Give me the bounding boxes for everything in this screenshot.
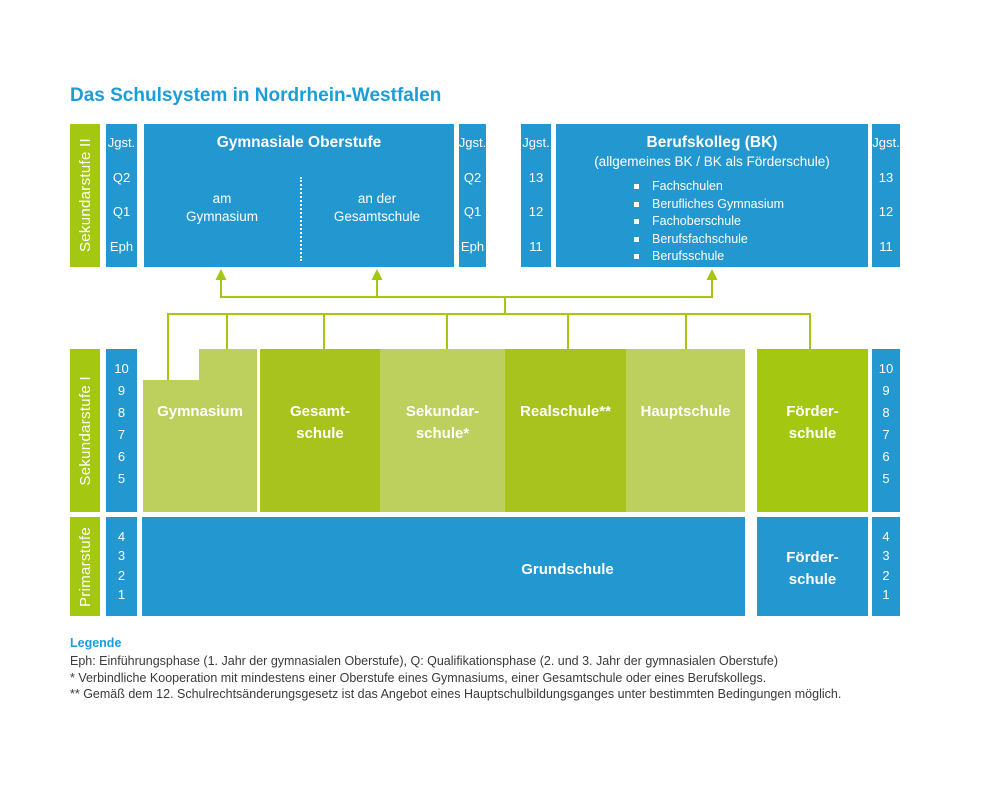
legend: Legende Eph: Einführungsphase (1. Jahr d… xyxy=(70,636,950,703)
list-item-label: Berufsfachschule xyxy=(652,231,748,246)
level-label: 5 xyxy=(882,471,890,486)
level-label: 11 xyxy=(529,238,543,254)
box-gymnasiale-oberstufe: Gymnasiale Oberstufe am Gymnasium an der… xyxy=(144,124,454,267)
list-item: Berufsfachschule xyxy=(634,231,784,249)
legend-line-kooperation: * Verbindliche Kooperation mit mindesten… xyxy=(70,670,767,685)
sidebar-sekundarstufe-1: Sekundarstufe I xyxy=(70,349,100,512)
level-label: 12 xyxy=(878,204,894,220)
jgst-header: Jgst. xyxy=(872,135,900,150)
dotted-divider xyxy=(300,177,302,261)
box-berufskolleg: Berufskolleg (BK) (allgemeines BK / BK a… xyxy=(556,124,868,267)
level-label: Eph xyxy=(109,238,134,254)
page-title: Das Schulsystem in Nordrhein-Westfalen xyxy=(70,85,442,106)
level-label: 5 xyxy=(117,471,126,486)
level-label: 6 xyxy=(117,449,126,464)
box-foerderschule-sek1: Förder- schule xyxy=(757,349,868,512)
level-label: 1 xyxy=(117,586,126,602)
jgst-column-gym-left: Jgst. Q2 Q1 Eph xyxy=(106,124,137,267)
level-label: Q1 xyxy=(463,204,482,220)
jgst-column-bk-left: Jgst. 13 12 11 xyxy=(521,124,551,267)
arrow-up-icon xyxy=(215,269,227,280)
sidebar-primarstufe: Primarstufe xyxy=(70,517,100,616)
legend-line-eph: Eph: Einführungsphase (1. Jahr der gymna… xyxy=(70,654,779,668)
box-gesamtschule: Gesamt- schule xyxy=(260,349,380,512)
berufskolleg-title: Berufskolleg (BK) xyxy=(646,134,778,151)
level-label: 9 xyxy=(117,383,126,398)
gymnasium-label: Gymnasium xyxy=(157,403,243,420)
level-label: 13 xyxy=(528,169,544,185)
level-label: 6 xyxy=(882,449,890,464)
list-item-label: Berufliches Gymnasium xyxy=(652,196,784,211)
arrow-up-icon xyxy=(706,269,718,280)
list-item: Berufliches Gymnasium xyxy=(634,196,784,214)
level-label: 10 xyxy=(878,361,894,376)
legend-title: Legende xyxy=(70,636,122,650)
box-hauptschule: Hauptschule xyxy=(626,349,745,512)
box-realschule: Realschule** xyxy=(505,349,626,512)
level-label: 7 xyxy=(117,427,126,442)
level-label: 2 xyxy=(882,567,890,583)
box-foerderschule-primar: Förder- schule xyxy=(757,517,868,616)
gymnasiale-oberstufe-title: Gymnasiale Oberstufe xyxy=(216,134,382,151)
square-bullet-icon xyxy=(634,184,639,190)
levels-column-sek1-left: 10 9 8 7 6 5 xyxy=(106,349,137,512)
list-item: Fachschulen xyxy=(634,178,784,196)
sidebar-sekundarstufe-2: Sekundarstufe II xyxy=(70,124,100,267)
list-item: Fachoberschule xyxy=(634,213,784,231)
level-label: 12 xyxy=(528,204,544,220)
level-label: 2 xyxy=(117,567,126,583)
arrow-up-icon xyxy=(371,269,383,280)
level-label: 3 xyxy=(117,548,126,564)
square-bullet-icon xyxy=(634,219,639,225)
jgst-column-gym-right: Jgst. Q2 Q1 Eph xyxy=(459,124,486,267)
jgst-header: Jgst. xyxy=(107,135,136,150)
gymnasium-upper-step xyxy=(199,349,257,512)
level-label: Q2 xyxy=(112,169,131,185)
level-label: Q2 xyxy=(463,169,482,185)
level-label: 13 xyxy=(878,169,894,185)
box-grundschule: Grundschule xyxy=(142,517,745,616)
jgst-header: Jgst. xyxy=(458,135,487,150)
level-label: 1 xyxy=(882,586,890,602)
levels-column-primar-right: 4 3 2 1 xyxy=(872,517,900,616)
box-gymnasium: Gymnasium xyxy=(143,349,257,512)
grundschule-label: Grundschule xyxy=(521,561,614,578)
sidebar-primarstufe-label: Primarstufe xyxy=(76,526,94,607)
level-label: Q1 xyxy=(112,204,131,220)
level-label: 7 xyxy=(882,427,890,442)
list-item-label: Berufsschule xyxy=(652,249,725,263)
jgst-header: Jgst. xyxy=(522,135,550,150)
level-label: 11 xyxy=(879,238,893,254)
level-label: 8 xyxy=(117,405,126,420)
level-label: Eph xyxy=(460,238,485,254)
level-label: 8 xyxy=(882,405,890,420)
legend-line-hauptschule: ** Gemäß dem 12. Schulrechtsänderungsges… xyxy=(70,687,842,701)
box-sekundarschule: Sekundar- schule* xyxy=(380,349,505,512)
list-item-label: Fachoberschule xyxy=(652,214,741,228)
level-label: 10 xyxy=(114,361,129,376)
square-bullet-icon xyxy=(634,236,639,242)
level-label: 4 xyxy=(882,529,890,544)
jgst-column-bk-right: Jgst. 13 12 11 xyxy=(872,124,900,267)
gym-oberstufe-am-gymnasium: am Gymnasium xyxy=(185,191,258,224)
level-label: 9 xyxy=(882,383,890,398)
square-bullet-icon xyxy=(634,254,639,260)
list-item-label: Fachschulen xyxy=(652,179,723,193)
levels-column-sek1-right: 10 9 8 7 6 5 xyxy=(872,349,900,512)
gymnasium-lower-step xyxy=(143,380,200,512)
level-label: 4 xyxy=(117,529,126,544)
berufskolleg-list: Fachschulen Berufliches Gymnasium Fachob… xyxy=(634,178,784,266)
sidebar-sekundarstufe-1-label: Sekundarstufe I xyxy=(76,375,94,486)
berufskolleg-subtitle: (allgemeines BK / BK als Förderschule) xyxy=(594,154,830,169)
list-item: Berufsschule xyxy=(634,248,784,266)
square-bullet-icon xyxy=(634,201,639,207)
levels-column-primar-left: 4 3 2 1 xyxy=(106,517,137,616)
gym-oberstufe-an-der-gesamtschule: an der Gesamtschule xyxy=(333,191,421,224)
level-label: 3 xyxy=(882,548,890,564)
